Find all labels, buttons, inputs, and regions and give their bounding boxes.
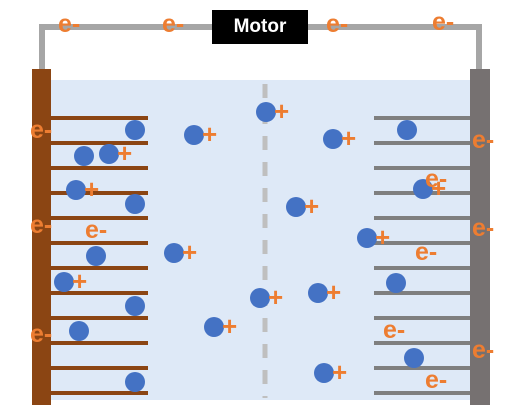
lithium-ion bbox=[250, 288, 270, 308]
lithium-ion bbox=[125, 120, 145, 140]
electron-label: e- bbox=[415, 238, 438, 266]
ion-plus-sign: + bbox=[117, 138, 133, 168]
electron-label: e- bbox=[383, 316, 406, 344]
lithium-ion bbox=[164, 243, 184, 263]
ion-plus-sign: + bbox=[326, 277, 342, 307]
electron-label: e- bbox=[425, 165, 448, 193]
cathode-collector bbox=[470, 69, 490, 405]
lithium-ion bbox=[184, 125, 204, 145]
lithium-ion bbox=[286, 197, 306, 217]
lithium-ion bbox=[69, 321, 89, 341]
anode-layers bbox=[50, 116, 148, 395]
ion-plus-sign: + bbox=[341, 123, 357, 153]
lithium-ion bbox=[125, 194, 145, 214]
electron-label: e- bbox=[30, 116, 53, 144]
lithium-ion bbox=[256, 102, 276, 122]
lithium-ion bbox=[125, 296, 145, 316]
anode-collector bbox=[32, 69, 51, 405]
ions-group bbox=[54, 102, 433, 392]
lithium-ion bbox=[99, 144, 119, 164]
lithium-ion bbox=[357, 228, 377, 248]
ion-plus-sign: + bbox=[222, 311, 238, 341]
electron-label: e- bbox=[85, 216, 108, 244]
electron-label: e- bbox=[425, 366, 448, 394]
cathode-layers bbox=[374, 116, 471, 395]
ion-plus-sign: + bbox=[274, 96, 290, 126]
lithium-ion bbox=[308, 283, 328, 303]
ion-plus-sign: + bbox=[84, 174, 100, 204]
ion-plus-sign: + bbox=[304, 191, 320, 221]
lithium-ion bbox=[404, 348, 424, 368]
lithium-ion bbox=[86, 246, 106, 266]
lithium-ion bbox=[54, 272, 74, 292]
lithium-ion bbox=[323, 129, 343, 149]
ion-plus-sign: + bbox=[375, 222, 391, 252]
lithium-ion bbox=[314, 363, 334, 383]
lithium-ion bbox=[386, 273, 406, 293]
lithium-ion bbox=[413, 179, 433, 199]
ion-plus-sign: + bbox=[431, 173, 447, 203]
electron-label: e- bbox=[58, 10, 81, 38]
ion-plus-sign: + bbox=[72, 266, 88, 296]
motor-label: Motor bbox=[212, 10, 308, 44]
electron-label: e- bbox=[162, 10, 185, 38]
ion-plus-sign: + bbox=[202, 119, 218, 149]
electron-label: e- bbox=[472, 126, 495, 154]
electron-label: e- bbox=[30, 320, 53, 348]
ion-plus-sign: + bbox=[332, 357, 348, 387]
electron-label: e- bbox=[326, 10, 349, 38]
electron-label: e- bbox=[432, 8, 455, 36]
lithium-ion bbox=[397, 120, 417, 140]
lithium-ion bbox=[66, 180, 86, 200]
electron-label: e- bbox=[472, 336, 495, 364]
electron-label: e- bbox=[30, 211, 53, 239]
lithium-ion bbox=[204, 317, 224, 337]
lithium-ion bbox=[125, 372, 145, 392]
electron-label: e- bbox=[472, 214, 495, 242]
ion-plus-sign: + bbox=[268, 282, 284, 312]
ion-plus-sign: + bbox=[182, 237, 198, 267]
lithium-ion bbox=[74, 146, 94, 166]
